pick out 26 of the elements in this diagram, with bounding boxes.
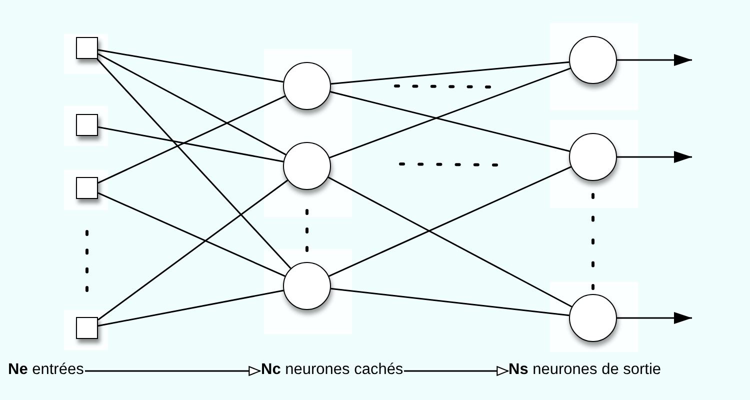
connection-line (328, 176, 572, 308)
output-arrow (617, 312, 692, 324)
connection-line (98, 290, 284, 327)
connection-line (330, 288, 570, 316)
connection-line (98, 53, 286, 156)
connection-line (98, 180, 288, 320)
input-node (76, 317, 98, 339)
connection-line (96, 58, 292, 269)
output-arrow (617, 54, 692, 66)
connection-line (329, 68, 571, 158)
connection-line (330, 61, 570, 85)
connection-line (98, 192, 286, 277)
input-node (76, 114, 98, 136)
connection-line (98, 49, 284, 83)
output-arrow (617, 151, 692, 163)
layer-label: Nc neurones cachés (261, 361, 404, 379)
connection-line (330, 91, 570, 152)
connection-line (98, 126, 284, 162)
flow-arrow (404, 366, 509, 376)
layer-label: Ns neurones de sortie (508, 361, 662, 379)
connection-line (98, 95, 286, 184)
input-node (76, 177, 98, 199)
input-node (76, 37, 98, 59)
flow-arrow (85, 366, 261, 376)
layer-label: Ne entrées (8, 361, 84, 379)
connection-line (328, 166, 572, 277)
